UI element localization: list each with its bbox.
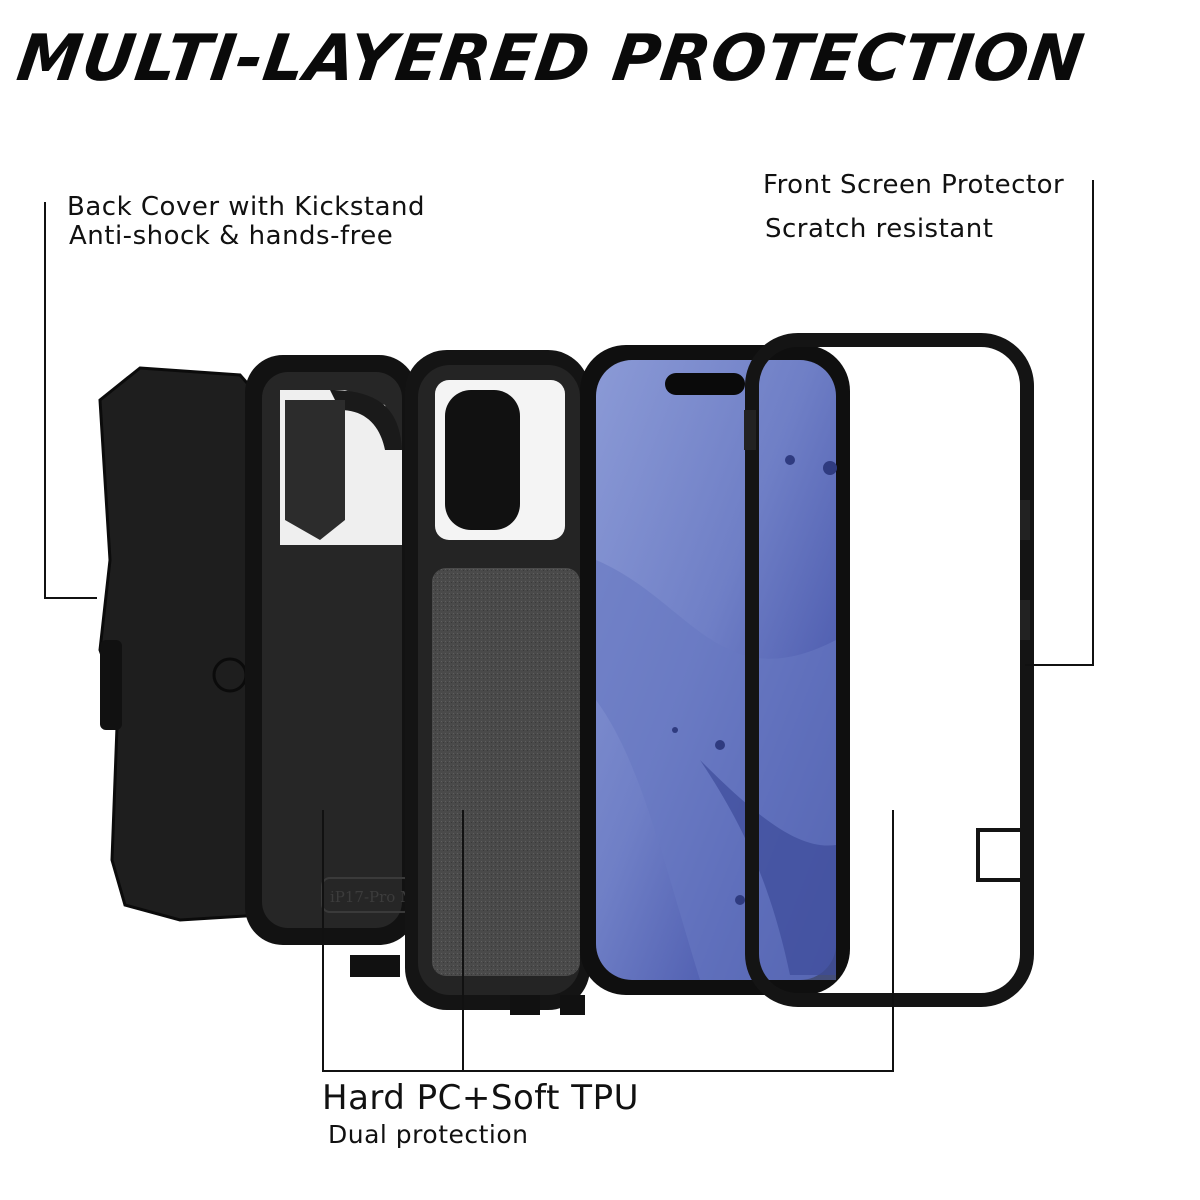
material-leader-line-h (322, 1070, 894, 1072)
material-leader-line-3 (892, 810, 894, 1072)
material-heading: Hard PC+Soft TPU (322, 1078, 639, 1118)
back-cover-heading: Back Cover with Kickstand (67, 192, 425, 222)
front-screen-frame (744, 333, 1034, 1007)
front-screen-sub: Scratch resistant (765, 214, 994, 244)
front-screen-heading: Front Screen Protector (763, 170, 1065, 200)
back-cover-leader-line (44, 202, 46, 599)
front-screen-leader-line (1092, 180, 1094, 666)
inner-shell (405, 350, 590, 1015)
front-screen-leader-line-h (1025, 664, 1094, 666)
back-cover-sub: Anti-shock & hands-free (69, 221, 394, 251)
material-leader-line-1 (322, 810, 324, 1072)
phone (580, 345, 850, 995)
material-sub: Dual protection (328, 1120, 529, 1149)
holster-kickstand (98, 366, 264, 922)
material-leader-line-2 (462, 810, 464, 1072)
back-shell: iP17-Pro Max (245, 355, 433, 977)
back-cover-leader-line-h (44, 597, 97, 599)
